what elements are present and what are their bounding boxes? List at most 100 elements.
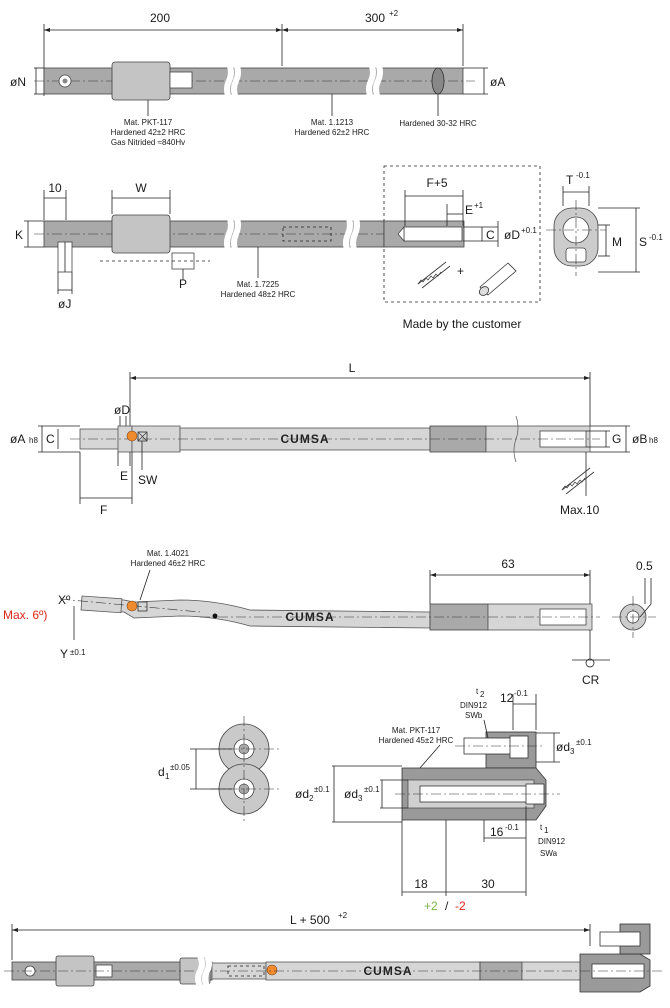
brand-cumsa-2: CUMSA [286, 610, 335, 624]
mat4-2: Hardened 46±2 HRC [131, 559, 206, 568]
label-oD-tol: +0.1 [521, 226, 537, 235]
mat-block-3: Gas Nitrided ≈840Hv [111, 138, 185, 147]
label-t1: t [540, 823, 543, 832]
section-5: d 1 ±0.05 t 2 DIN912 SWb 12 -0.1 Mat. PK… [158, 687, 592, 913]
mat2-rod-2: Hardened 48±2 HRC [221, 290, 296, 299]
brand-cumsa: CUMSA [281, 432, 330, 446]
label-Y-tol: ±0.1 [70, 648, 86, 657]
din-top-1: DIN912 [460, 701, 488, 710]
dim-12-tol: -0.1 [514, 689, 528, 698]
slide-block [111, 61, 171, 101]
label-SW: SW [138, 473, 158, 487]
label-oA3-tol: h8 [29, 436, 38, 445]
label-d3-right-tol: ±0.1 [576, 738, 592, 747]
label-C3: C [46, 432, 55, 446]
orange-marker-3 [266, 964, 278, 976]
dim-63: 63 [501, 557, 515, 571]
mat5-2: Hardened 45±2 HRC [379, 736, 454, 745]
dim-W: W [135, 181, 147, 195]
dim-300-tol: +2 [389, 9, 399, 18]
label-oA: øA [490, 75, 505, 89]
section-3: L CUMSA øA h8 C øD E SW F [10, 361, 658, 517]
label-oD: øD [504, 228, 520, 242]
label-S-tol: -0.1 [649, 233, 663, 242]
label-K: K [15, 228, 23, 242]
pivot-dot [212, 613, 218, 619]
mat2-rod-1: Mat. 1.7225 [237, 280, 280, 289]
label-M: M [612, 235, 622, 249]
dim-18: 18 [414, 877, 428, 891]
orange-marker-2 [126, 600, 138, 612]
label-E3: E [120, 469, 128, 483]
dim-L500: L + 500 [290, 913, 330, 927]
orange-marker [126, 430, 138, 442]
mat5-1: Mat. PKT-117 [392, 726, 441, 735]
section-2: 10 W K øJ P Mat. 1.7225 Hardened 48±2 HR… [15, 165, 663, 331]
label-d2-tol: ±0.1 [314, 785, 330, 794]
label-d3-left: ød [344, 787, 358, 801]
dim-L500-tol: +2 [338, 911, 348, 920]
label-F3: F [100, 503, 107, 517]
label-t1-sub: 1 [544, 826, 549, 835]
label-max10: Max.10 [560, 503, 600, 517]
label-oB-tol: h8 [649, 436, 658, 445]
dim-F5: F+5 [426, 176, 447, 190]
section-4: Mat. 1.4021 Hardened 46±2 HRC CUMSA Xº M… [3, 549, 656, 687]
label-X: Xº [58, 593, 71, 607]
label-Y: Y [60, 647, 68, 661]
drilled-hole [403, 226, 463, 242]
dim-E: E [465, 203, 473, 217]
mat-block-2: Hardened 42±2 HRC [111, 128, 186, 137]
dim-E-tol: +1 [474, 201, 484, 210]
label-oB: øB [632, 432, 647, 446]
saw-tool-icon [417, 261, 451, 289]
mat-rod-1: Mat. 1.1213 [311, 118, 354, 127]
label-t2-sub: 2 [480, 690, 485, 699]
label-d3-left-sub: 3 [358, 794, 363, 803]
section-1: 200 300 +2 øN øA Mat. PKT-117 Hardened 4… [10, 9, 505, 147]
label-G: G [612, 432, 621, 446]
customer-note: Made by the customer [403, 317, 522, 331]
label-d1-tol: ±0.05 [170, 763, 191, 772]
label-t2: t [476, 687, 479, 696]
label-d1: d [158, 765, 165, 779]
dim-12: 12 [500, 691, 514, 705]
label-d1-sub: 1 [165, 772, 170, 781]
dim-16-tol: -0.1 [505, 823, 519, 832]
dim-T: T [566, 173, 574, 187]
label-d3-right-sub: 3 [570, 747, 575, 756]
tube-icon [478, 262, 517, 296]
hex-socket [137, 431, 148, 442]
dim-300: 300 [365, 11, 385, 25]
screw-top [463, 737, 515, 755]
dim-200: 200 [150, 11, 170, 25]
label-CR: CR [582, 673, 600, 687]
tol-sep: / [445, 899, 449, 913]
saw-icon-2 [561, 467, 595, 495]
label-d3-left-tol: ±0.1 [364, 785, 380, 794]
label-d2-sub: 2 [309, 794, 314, 803]
slot [169, 71, 193, 89]
dim-L: L [349, 361, 356, 375]
label-S: S [639, 235, 647, 249]
dim-05: 0.5 [636, 559, 653, 573]
section-6: L + 500 +2 CUMSA [4, 911, 664, 993]
dim-10: 10 [48, 181, 62, 195]
mat-end: Hardened 30-32 HRC [399, 119, 477, 128]
mat-block-1: Mat. PKT-117 [124, 118, 173, 127]
din-top-2: SWb [465, 711, 483, 720]
dim-30: 30 [481, 877, 495, 891]
section-hatch [431, 67, 445, 95]
clamp-assembly [395, 731, 560, 821]
dim-16: 16 [490, 825, 504, 839]
mat4-1: Mat. 1.4021 [147, 549, 190, 558]
end-view [546, 200, 606, 276]
plus-sign: + [457, 264, 464, 278]
slide-block-2 [111, 214, 171, 254]
twin-disc-view [210, 716, 280, 822]
label-oJ: øJ [58, 297, 71, 311]
label-oD3: øD [114, 403, 130, 417]
label-d2: ød [295, 787, 309, 801]
label-max6: Max. 6º) [3, 608, 47, 622]
